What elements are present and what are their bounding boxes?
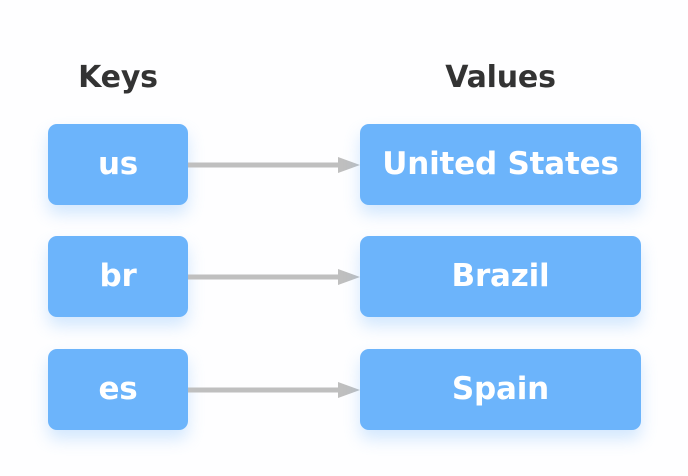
value-node[interactable]: Spain: [360, 349, 641, 430]
value-node[interactable]: United States: [360, 124, 641, 205]
key-node[interactable]: us: [48, 124, 188, 205]
mapping-row: br Brazil: [0, 236, 688, 317]
column-header-values: Values: [445, 60, 556, 95]
arrow-right-icon: [188, 269, 360, 285]
mapping-row: us United States: [0, 124, 688, 205]
value-node-label: Spain: [451, 371, 550, 407]
key-node[interactable]: br: [48, 236, 188, 317]
mapping-row: es Spain: [0, 349, 688, 430]
value-node[interactable]: Brazil: [360, 236, 641, 317]
mapping-connector: [188, 379, 360, 401]
key-node[interactable]: es: [48, 349, 188, 430]
value-node-label: United States: [382, 146, 619, 182]
mapping-connector: [188, 154, 360, 176]
mapping-connector: [188, 266, 360, 288]
key-node-label: us: [97, 146, 139, 182]
arrow-right-icon: [188, 382, 360, 398]
key-node-label: es: [98, 371, 138, 407]
key-node-label: br: [99, 258, 137, 294]
arrow-right-icon: [188, 157, 360, 173]
value-node-label: Brazil: [451, 258, 550, 294]
column-header-keys: Keys: [78, 60, 158, 95]
